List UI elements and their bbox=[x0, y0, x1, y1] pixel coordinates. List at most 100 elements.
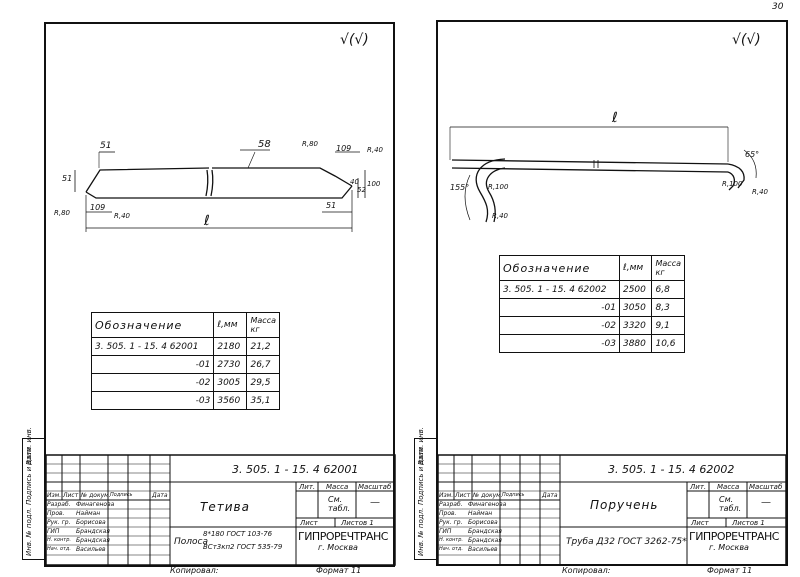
left-stamp-role: Н. контр. bbox=[47, 537, 71, 543]
left-dim-r80-right: R,80 bbox=[302, 140, 318, 148]
table-row: -03 3560 35,1 bbox=[90, 391, 280, 410]
left-stamp-mass-value: См. табл. bbox=[328, 495, 351, 513]
left-stamp-person: Брандская bbox=[76, 537, 110, 544]
right-stamp-person: Найман bbox=[468, 510, 493, 517]
left-dim-109-right: 109 bbox=[336, 144, 352, 153]
left-stamp-scale-value: — bbox=[370, 497, 380, 508]
left-stamp-name: Тетива bbox=[200, 500, 250, 514]
left-sheet bbox=[44, 22, 395, 567]
right-stamp-sheets: Листов 1 bbox=[732, 519, 765, 527]
left-stamp-role: ГИП bbox=[47, 528, 60, 535]
left-stamp-person: Васильев bbox=[76, 546, 106, 553]
left-dim-109-left: 109 bbox=[90, 203, 106, 212]
right-stamp-scale: Масштаб bbox=[749, 483, 783, 491]
right-stamp-city: г. Москва bbox=[709, 543, 749, 552]
right-stamp-person: Брандская bbox=[468, 537, 502, 544]
left-copied-by: Копировал: bbox=[170, 566, 219, 575]
left-stamp-code: 3. 505. 1 - 15. 4 62001 bbox=[232, 463, 359, 476]
left-stamp-role: Нач. отд. bbox=[47, 546, 71, 552]
right-stamp-mass-value: См. табл. bbox=[719, 495, 742, 513]
left-stamp-sheets: Листов 1 bbox=[341, 519, 374, 527]
left-stamp-person: Борисова bbox=[76, 519, 106, 526]
table-row: -03 3880 10,6 bbox=[499, 334, 685, 353]
right-stamp-col-change: Изм. bbox=[439, 492, 454, 499]
left-dim-r40-right: R,40 bbox=[367, 146, 383, 154]
right-dim-r40-left: R,40 bbox=[492, 212, 508, 220]
left-dim-100: 100 bbox=[367, 180, 381, 188]
right-stamp-person: Борисова bbox=[468, 519, 498, 526]
right-format: Формат 11 bbox=[707, 566, 753, 575]
left-stamp-lit: Лит. bbox=[299, 483, 316, 491]
left-stamp-role: Рук. гр. bbox=[47, 519, 71, 526]
left-stamp-material-spec: 8*180 ГОСТ 103-76 bbox=[203, 530, 273, 538]
right-stamp-role: Рук. гр. bbox=[439, 519, 463, 526]
left-stamp-material-label: Полоса bbox=[174, 537, 208, 547]
right-copied-by: Копировал: bbox=[562, 566, 611, 575]
right-dim-r100-left: R,100 bbox=[488, 183, 509, 191]
right-stamp-mass: Масса bbox=[717, 483, 740, 491]
right-dim-r100-right: R,100 bbox=[722, 180, 743, 188]
table-row: -02 3005 29,5 bbox=[90, 373, 280, 392]
right-stamp-name: Поручень bbox=[590, 498, 659, 512]
right-stamp-col-sheet: Лист bbox=[455, 492, 471, 499]
right-spec-table: Обозначение ℓ,мм Масса кг 3. 505. 1 - 15… bbox=[499, 255, 685, 353]
left-stamp-person: Найман bbox=[76, 510, 101, 517]
right-stamp-lit: Лит. bbox=[690, 483, 707, 491]
left-stamp-role: Разраб. bbox=[47, 501, 71, 508]
right-stamp-role: ГИП bbox=[439, 528, 452, 535]
left-stamp-person: Брандская bbox=[76, 528, 110, 535]
left-stamp-col-change: Изм. bbox=[47, 492, 62, 499]
left-spec-mass: 29,5 bbox=[246, 373, 280, 392]
left-dim-r40-left: R,40 bbox=[114, 212, 130, 220]
right-stamp-person: Васильев bbox=[468, 546, 498, 553]
left-spec-head-designation: Обозначение bbox=[90, 312, 215, 338]
right-stamp-person: Брандская bbox=[468, 528, 502, 535]
right-stamp-material: Труба Д32 ГОСТ 3262-75* bbox=[566, 537, 687, 547]
right-spec-head-mass: Масса кг bbox=[651, 255, 685, 281]
left-spec-table: Обозначение ℓ,мм Масса кг 3. 505. 1 - 15… bbox=[90, 312, 280, 410]
right-dim-angle-65: 65° bbox=[745, 150, 760, 159]
left-dim-52: 52 bbox=[357, 186, 366, 194]
left-stamp-sheet: Лист bbox=[300, 519, 318, 527]
right-stamp-col-sign: Подпись bbox=[502, 492, 525, 498]
right-spec-length: 3880 bbox=[618, 334, 653, 353]
left-stamp-col-date: Дата bbox=[152, 492, 168, 499]
right-spec-designation: -03 bbox=[499, 334, 620, 353]
left-dim-58: 58 bbox=[258, 139, 271, 150]
right-stamp-role: Пров. bbox=[439, 510, 457, 517]
left-stamp-col-sign: Подпись bbox=[110, 492, 133, 498]
right-stamp-col-doc: № докум. bbox=[473, 492, 503, 499]
right-roughness-mark: √(√) bbox=[732, 32, 761, 48]
right-dim-angle-155: 155° bbox=[450, 183, 470, 192]
left-stamp-col-sheet: Лист bbox=[63, 492, 79, 499]
right-stamp-role: Н. контр. bbox=[439, 537, 463, 543]
left-stamp-material-steel: ВСт3кп2 ГОСТ 535-79 bbox=[203, 543, 283, 551]
right-stamp-person: Финагенова bbox=[468, 501, 507, 508]
left-stamp-org: ГИПРОРЕЧТРАНС bbox=[298, 530, 388, 543]
left-dim-51-left: 51 bbox=[62, 174, 73, 183]
left-spec-length: 3560 bbox=[213, 391, 248, 410]
right-stamp-sheet: Лист bbox=[691, 519, 709, 527]
right-stamp-org: ГИПРОРЕЧТРАНС bbox=[689, 530, 779, 543]
left-format: Формат 11 bbox=[316, 566, 362, 575]
left-stamp-city: г. Москва bbox=[318, 543, 358, 552]
right-spec-head-length: ℓ,мм bbox=[618, 255, 653, 281]
right-dim-length: ℓ bbox=[612, 110, 618, 126]
table-row: 3. 505. 1 - 15. 4 62002 2500 6,8 bbox=[499, 280, 685, 299]
left-spec-head-length: ℓ,мм bbox=[213, 312, 248, 338]
left-dim-51-top: 51 bbox=[100, 141, 112, 151]
right-spec-mass: 6,8 bbox=[651, 280, 685, 299]
left-spec-mass: 35,1 bbox=[246, 391, 280, 410]
right-stamp-role: Разраб. bbox=[439, 501, 463, 508]
right-dim-r40-right: R,40 bbox=[752, 188, 768, 196]
left-stamp-person: Финагенова bbox=[76, 501, 115, 508]
left-stamp-scale: Масштаб bbox=[358, 483, 392, 491]
left-roughness-mark: √(√) bbox=[340, 32, 369, 48]
left-stamp-role: Пров. bbox=[47, 510, 65, 517]
left-dim-length: ℓ bbox=[204, 213, 210, 229]
left-dim-40-right: 40 bbox=[350, 178, 359, 186]
left-stamp-mass: Масса bbox=[326, 483, 349, 491]
